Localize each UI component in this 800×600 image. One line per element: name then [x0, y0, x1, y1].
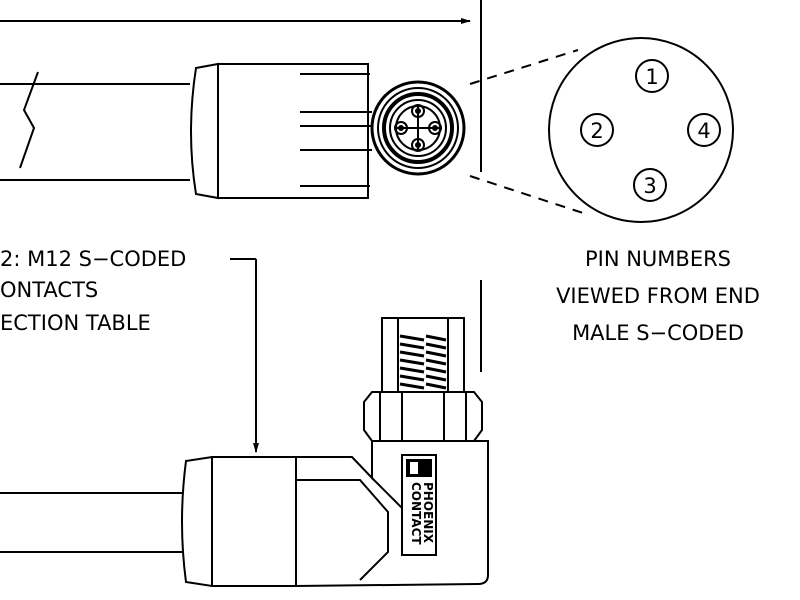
coupling-hex-nut [363, 391, 483, 442]
contact-insert [394, 104, 442, 152]
top-cable-assembly [0, 49, 587, 215]
phoenix-contact-logo: PHOENIX CONTACT [401, 454, 437, 556]
strain-relief-boot-bottom [181, 455, 213, 588]
pin-detail-outline [548, 37, 734, 223]
callout-line1: 2: M12 S−CODED [0, 247, 186, 271]
detail-leader-upper [469, 49, 579, 85]
pin-2-label: 2 [590, 119, 603, 143]
pin-4: 4 [687, 113, 721, 147]
strain-relief-boot [190, 62, 219, 200]
svg-text:PHOENIX: PHOENIX [421, 482, 435, 544]
pin-3: 3 [633, 168, 667, 202]
connector-body [217, 63, 369, 199]
angled-housing [295, 440, 489, 588]
pin-2: 2 [580, 113, 614, 147]
bottom-cable-assembly: PHOENIX CONTACT [0, 317, 489, 588]
svg-text:CONTACT: CONTACT [409, 482, 423, 545]
pin-caption-line2: VIEWED FROM END [556, 284, 760, 308]
pin-3-label: 3 [643, 174, 656, 198]
dimension-line [0, 0, 482, 372]
pin-caption-line1: PIN NUMBERS [585, 247, 731, 271]
callout-line3: ECTION TABLE [0, 311, 151, 335]
connector-body-bottom [211, 456, 297, 587]
cable-break-symbol [19, 71, 39, 169]
threaded-pin [381, 317, 465, 393]
callout-line2: ONTACTS [0, 278, 98, 302]
pin-caption-line3: MALE S−CODED [572, 321, 744, 345]
pin-1-label: 1 [645, 65, 658, 89]
pin-1: 1 [635, 59, 669, 93]
pin-detail-view: 1 2 3 4 [548, 37, 734, 223]
pin-4-label: 4 [697, 119, 710, 143]
callout-leader [230, 258, 259, 453]
detail-leader-lower [469, 175, 587, 215]
